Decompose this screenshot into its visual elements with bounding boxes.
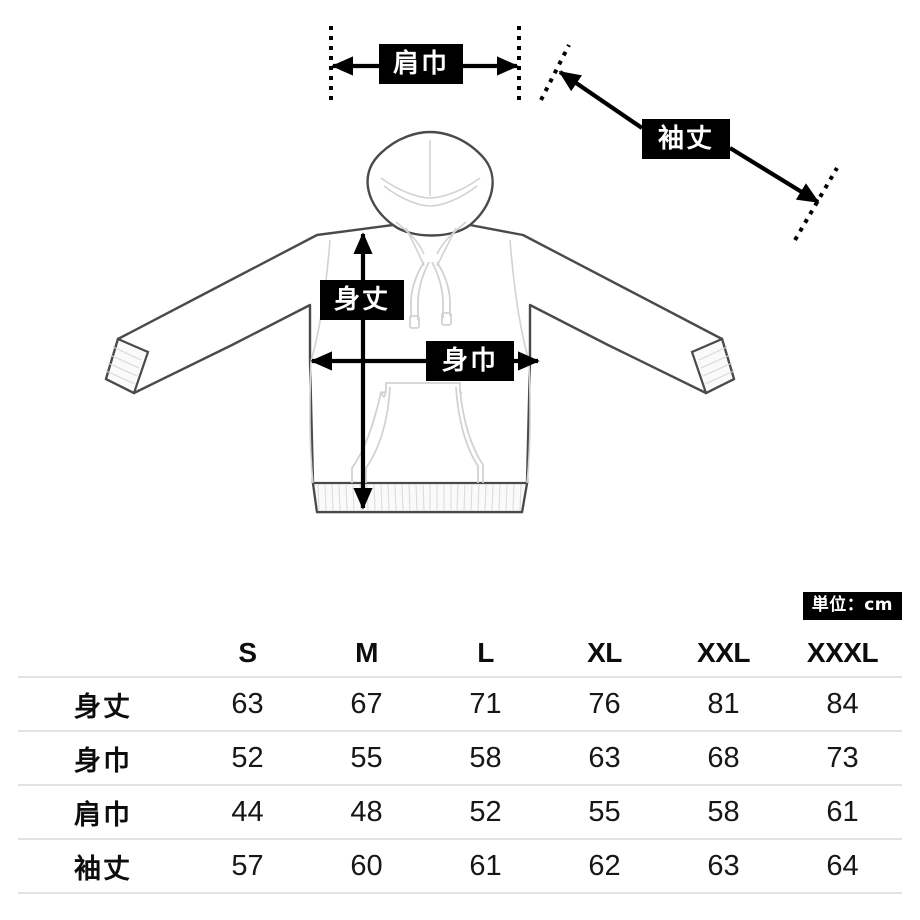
cell: 48	[350, 795, 383, 828]
cell: 61	[469, 849, 502, 882]
sleeve-length-arrow	[558, 70, 820, 204]
size-table: S M L XL XXL XXXL 身丈 63 67 71 76 81 84 身…	[18, 630, 902, 894]
cell: 63	[588, 741, 621, 774]
cell: 68	[707, 741, 740, 774]
label-body-width: 身巾	[426, 341, 514, 381]
left-cuff	[104, 337, 150, 395]
header-row: S M L XL XXL XXXL	[18, 630, 902, 677]
cell: 71	[469, 687, 502, 720]
column-header-s: S	[238, 637, 257, 668]
cell: 61	[826, 795, 859, 828]
cell: 62	[588, 849, 621, 882]
cell: 76	[588, 687, 621, 720]
cell: 58	[469, 741, 502, 774]
label-body-length: 身丈	[320, 280, 404, 320]
cell: 52	[231, 741, 264, 774]
cell: 63	[231, 687, 264, 720]
sleeve-guide-lines	[539, 44, 839, 242]
cell: 58	[707, 795, 740, 828]
garment-diagram: 肩巾 袖丈 身丈 身巾	[104, 26, 839, 514]
table-row: 肩巾 44 48 52 55 58 61	[18, 785, 902, 839]
row-label: 身巾	[74, 745, 132, 777]
table-row: 身丈 63 67 71 76 81 84	[18, 677, 902, 731]
cell: 84	[826, 687, 859, 720]
cell: 81	[707, 687, 740, 720]
cell: 60	[350, 849, 383, 882]
size-table-head: S M L XL XXL XXXL	[18, 630, 902, 677]
cell: 73	[826, 741, 859, 774]
column-header-l: L	[477, 637, 494, 668]
column-header-xxl: XXL	[697, 637, 750, 668]
table-row: 袖丈 57 60 61 62 63 64	[18, 839, 902, 893]
hem-ribbing	[311, 481, 529, 514]
hood	[366, 130, 494, 329]
label-shoulder-width: 肩巾	[379, 44, 463, 84]
hoodie-illustration	[104, 26, 839, 514]
cell: 55	[350, 741, 383, 774]
column-header-xxxl: XXXL	[806, 637, 879, 668]
table-row: 身巾 52 55 58 63 68 73	[18, 731, 902, 785]
corner-header	[18, 630, 188, 677]
cell: 52	[469, 795, 502, 828]
unit-badge: 単位：cm	[802, 592, 902, 620]
kangaroo-pocket	[351, 382, 484, 483]
row-label: 身丈	[74, 691, 132, 723]
cell: 64	[826, 849, 859, 882]
cell: 55	[588, 795, 621, 828]
row-label: 肩巾	[74, 799, 132, 831]
label-sleeve-length: 袖丈	[642, 119, 730, 159]
size-table-body: 身丈 63 67 71 76 81 84 身巾 52 55 58 63 68 7…	[18, 677, 902, 893]
column-header-xl: XL	[587, 637, 622, 668]
cell: 63	[707, 849, 740, 882]
right-cuff	[690, 337, 736, 395]
shoulder-guide-lines	[329, 26, 521, 106]
column-header-m: M	[355, 637, 378, 668]
row-label: 袖丈	[74, 853, 132, 885]
cell: 44	[231, 795, 264, 828]
cell: 67	[350, 687, 383, 720]
cell: 57	[231, 849, 264, 882]
